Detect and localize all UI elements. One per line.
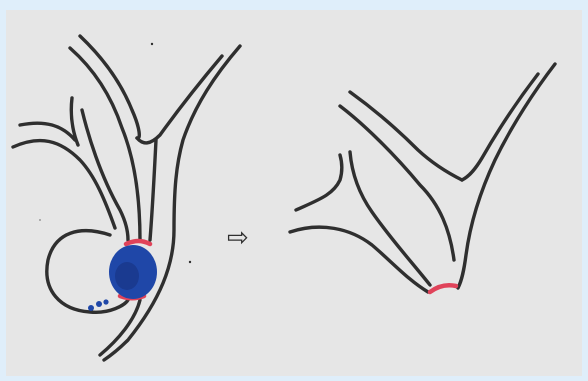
stone-fragment-2 — [96, 301, 102, 307]
transition-arrow: ⇨ — [227, 223, 249, 253]
secondary-branch-2 — [20, 123, 75, 140]
post-operative-biliary-tree — [290, 64, 555, 292]
right-arm-outer — [458, 64, 555, 288]
stray-dot-3 — [39, 219, 41, 221]
gallstone-shade — [115, 262, 139, 290]
right-arm-inner — [462, 74, 538, 180]
ligature-right — [430, 285, 456, 292]
stone-fragment-1 — [88, 305, 94, 311]
right-hepatic-duct-inner — [137, 56, 222, 143]
left-hepatic-duct-outer — [80, 36, 139, 138]
stray-dot-2 — [189, 261, 191, 263]
pre-operative-biliary-tree — [13, 36, 240, 360]
secondary-branch-1 — [13, 141, 115, 228]
stone-fragment-3 — [103, 299, 108, 304]
left-hepatic-duct-inner — [70, 48, 140, 240]
left-branch-top — [296, 155, 342, 210]
left-branch-mid — [350, 152, 430, 285]
stray-dot-1 — [151, 43, 153, 45]
ligature-upper-left — [126, 241, 150, 244]
common-duct-right-wall — [150, 140, 156, 240]
